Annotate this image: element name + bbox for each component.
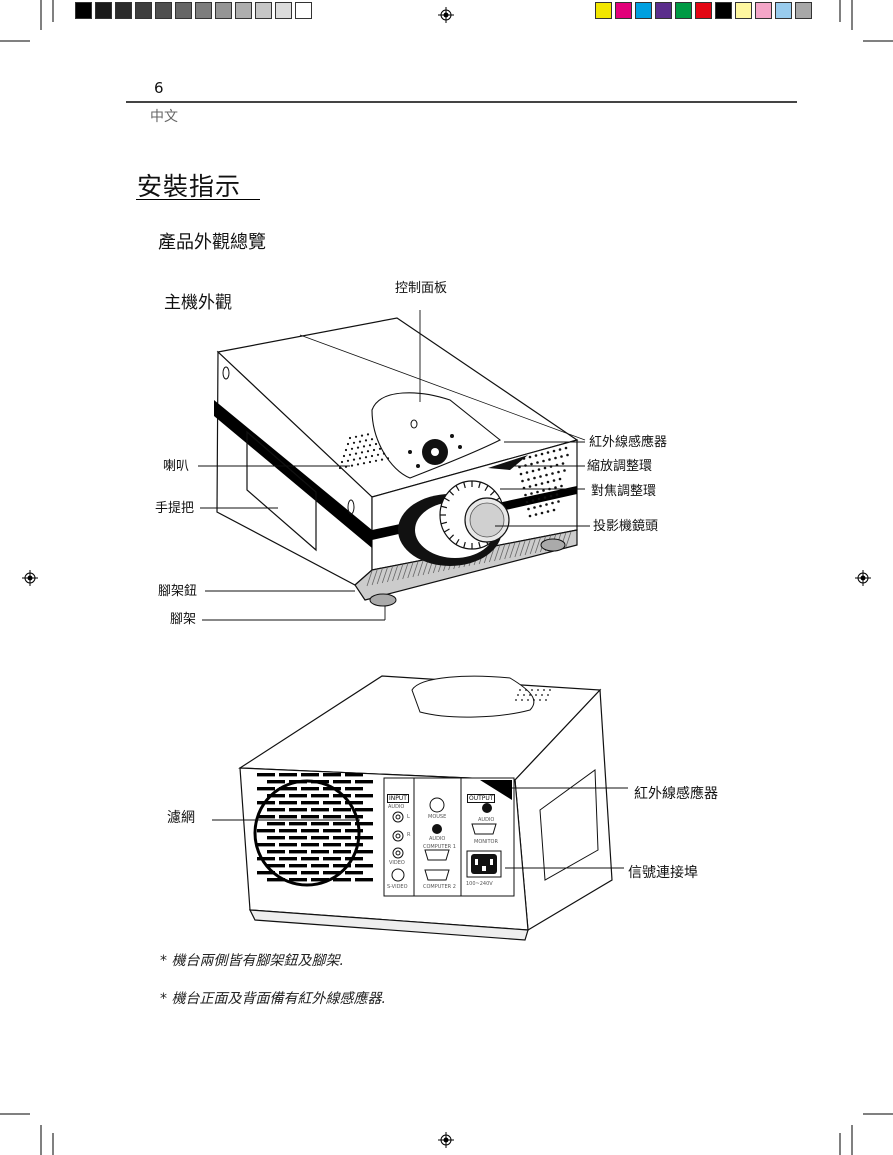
zoom-ring-label: 縮放調整環 — [587, 459, 653, 474]
gray-swatch — [155, 2, 172, 19]
color-swatch — [735, 2, 752, 19]
handle-label: 手提把 — [155, 501, 195, 516]
color-swatch — [695, 2, 712, 19]
color-swatch — [635, 2, 652, 19]
gray-swatch — [195, 2, 212, 19]
registration-mark-left — [22, 570, 38, 586]
focus-ring-label: 對焦調整環 — [591, 484, 657, 499]
section-subtitle: 產品外觀總覽 — [158, 232, 266, 253]
gray-swatch — [255, 2, 272, 19]
foot-label: 腳架 — [170, 612, 197, 627]
language-label: 中文 — [150, 109, 178, 125]
rear-ir-sensor-label: 紅外線感應器 — [634, 786, 718, 802]
rear-mouse-label: MOUSE — [428, 814, 447, 820]
rear-monitor-label: MONITOR — [474, 839, 498, 845]
registration-mark-bottom — [438, 1132, 454, 1148]
gray-swatch — [215, 2, 232, 19]
grayscale-bar — [75, 0, 312, 22]
rear-computer1-label: COMPUTER 1 — [423, 844, 456, 850]
rear-audio-out-label: AUDIO — [478, 817, 495, 823]
filter-label: 濾網 — [167, 810, 195, 826]
rear-audio2-label: AUDIO — [429, 836, 446, 842]
color-swatch — [715, 2, 732, 19]
process-color-bar — [595, 0, 820, 22]
control-panel-label: 控制面板 — [395, 281, 448, 296]
foot-button-label: 腳架鈕 — [158, 584, 198, 599]
rear-power-label: 100~240V — [466, 881, 493, 887]
section-title-underline — [136, 199, 260, 200]
color-swatch — [755, 2, 772, 19]
gray-swatch — [295, 2, 312, 19]
gray-swatch — [115, 2, 132, 19]
color-swatch — [615, 2, 632, 19]
note-ir-sensors: * 機台正面及背面備有紅外線感應器. — [160, 991, 386, 1007]
gray-swatch — [75, 2, 92, 19]
gray-swatch — [275, 2, 292, 19]
section-title: 安裝指示 — [137, 172, 242, 201]
rear-video-label: VIDEO — [389, 860, 405, 866]
header-rule — [126, 101, 797, 103]
rear-input-label: INPUT — [387, 794, 409, 803]
connectors-label: 信號連接埠 — [628, 865, 698, 881]
rear-audio-label: AUDIO — [388, 804, 405, 810]
registration-mark-top — [438, 7, 454, 23]
gray-swatch — [235, 2, 252, 19]
gray-swatch — [95, 2, 112, 19]
color-swatch — [775, 2, 792, 19]
lens-label: 投影機鏡頭 — [593, 519, 659, 534]
registration-mark-right — [855, 570, 871, 586]
rear-svideo-label: S-VIDEO — [387, 884, 408, 890]
gray-swatch — [135, 2, 152, 19]
color-swatch — [795, 2, 812, 19]
rear-output-label: OUTPUT — [467, 794, 496, 803]
gray-swatch — [175, 2, 192, 19]
color-swatch — [655, 2, 672, 19]
speaker-label: 喇叭 — [163, 459, 190, 474]
color-swatch — [595, 2, 612, 19]
note-feet: * 機台兩側皆有腳架鈕及腳架. — [160, 953, 344, 969]
front-ir-sensor-label: 紅外線感應器 — [589, 435, 668, 450]
group-title: 主機外觀 — [164, 293, 232, 313]
rear-computer2-label: COMPUTER 2 — [423, 884, 456, 890]
rear-r-label: R — [407, 832, 411, 838]
rear-l-label: L — [407, 814, 410, 820]
page-number: 6 — [154, 79, 164, 97]
color-swatch — [675, 2, 692, 19]
